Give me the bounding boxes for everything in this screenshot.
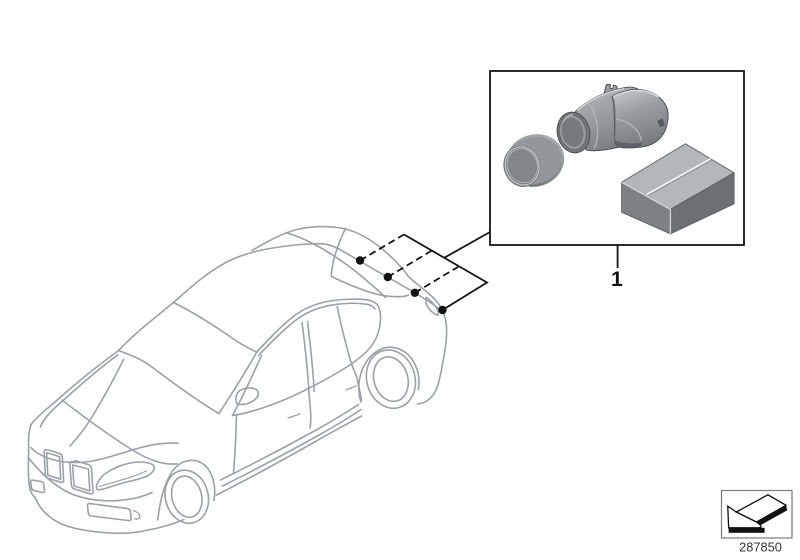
svg-text:1: 1 bbox=[611, 268, 623, 291]
svg-text:287850: 287850 bbox=[739, 540, 782, 555]
